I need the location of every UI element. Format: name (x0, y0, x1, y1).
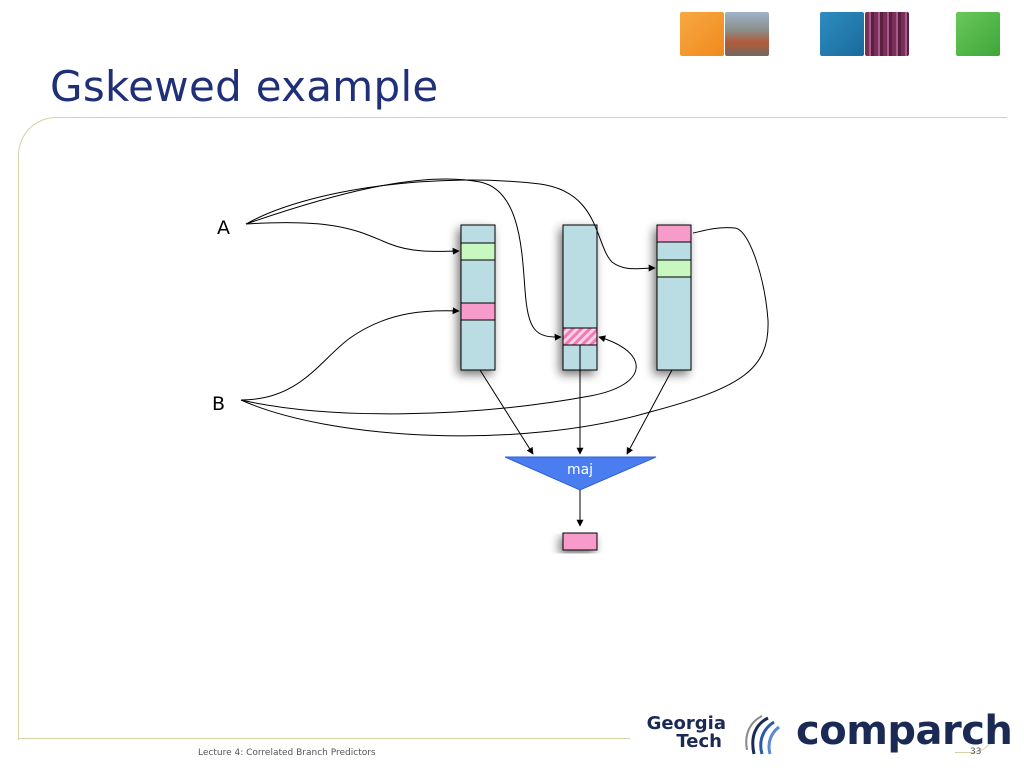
table-1-green-entry (460, 242, 496, 261)
georgia-tech-logo: Georgia Tech (636, 715, 726, 751)
output-entry-group (562, 532, 598, 551)
content-frame (18, 117, 1007, 740)
input-a-label: A (217, 217, 230, 239)
green-square (956, 12, 1000, 56)
frame-bottom-line (18, 738, 630, 739)
output-entry (562, 532, 598, 551)
input-b-label: B (212, 393, 225, 415)
orange-square (680, 12, 724, 56)
table-3-pink-entry (656, 224, 692, 243)
gt-logo-line1: Georgia (646, 713, 726, 734)
b-to-table2-arrow (240, 335, 637, 415)
chip-photo-thumbnail (865, 12, 909, 56)
a-to-table1-arrow (245, 222, 460, 255)
a-to-table3-arrow (245, 179, 656, 272)
comparch-swirl-icon (745, 715, 780, 755)
header-decoration (680, 12, 1000, 58)
table-3-green-entry (656, 259, 692, 278)
table3-to-maj-arrow (626, 369, 673, 455)
table-3 (656, 224, 692, 371)
comparch-logo: comparch (796, 708, 1013, 754)
page-number: 33 (970, 747, 982, 757)
footer-lecture-title: Lecture 4: Correlated Branch Predictors (198, 748, 376, 758)
a-to-table2-arrow (245, 178, 562, 341)
table-1-pink-entry (460, 302, 496, 321)
gt-logo-line2: Tech (676, 731, 722, 752)
slide-title: Gskewed example (50, 62, 439, 111)
table1-to-maj-arrow (479, 369, 534, 455)
campus-photo-thumbnail (725, 12, 769, 56)
majority-gate (504, 456, 657, 491)
blue-square (820, 12, 864, 56)
b-to-table1-arrow (240, 307, 460, 401)
table-2-conflict-entry (562, 327, 598, 346)
b-to-table3-arrow (240, 227, 769, 437)
majority-label: maj (567, 462, 593, 478)
